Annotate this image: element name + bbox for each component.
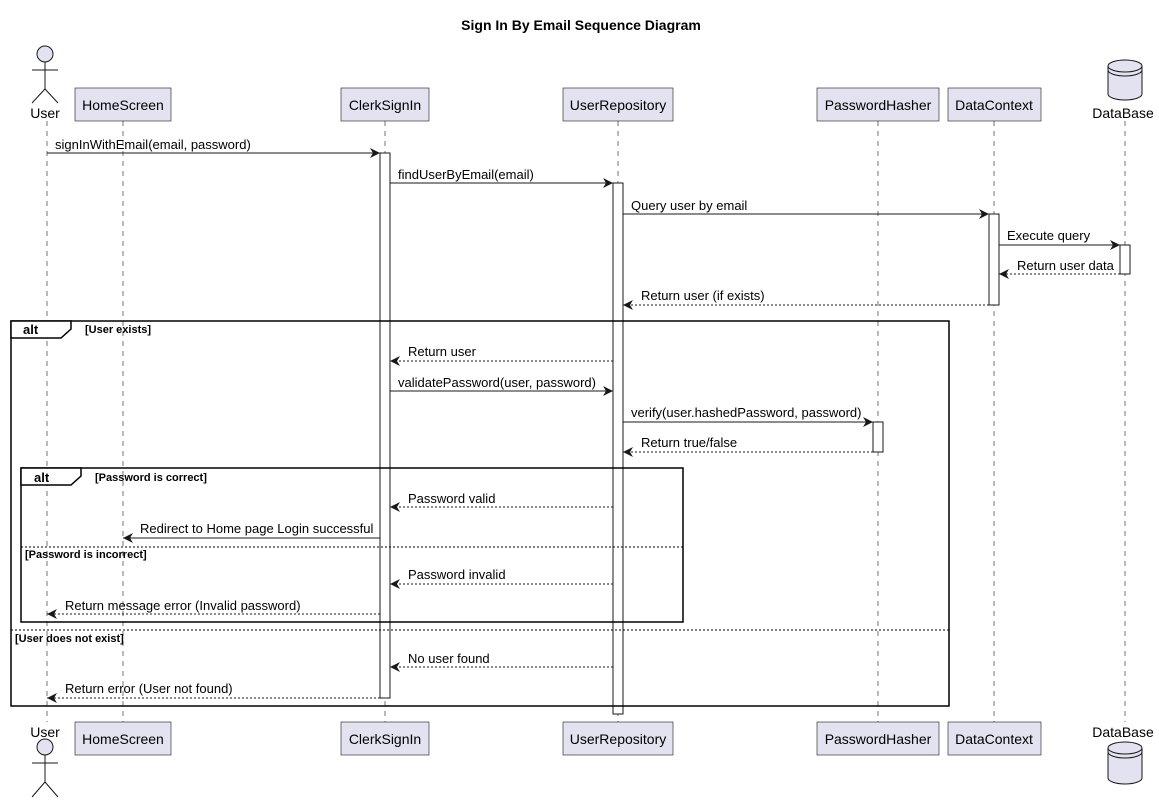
alt-keyword-password: alt xyxy=(34,470,50,485)
activation-userrepository xyxy=(612,182,624,715)
message-label-4: Execute query xyxy=(1007,228,1091,243)
message-label-7: Return user xyxy=(408,344,477,359)
database-icon xyxy=(1107,59,1143,101)
participant-userrepository-bottom: UserRepository xyxy=(562,721,674,756)
activation-clerksignin xyxy=(379,152,391,699)
lifelines xyxy=(46,121,1126,722)
diagram-title: Sign In By Email Sequence Diagram xyxy=(461,17,701,33)
participants-top: User HomeScreen ClerkSignIn UserReposito… xyxy=(30,45,1154,122)
participant-datacontext-top: DataContext xyxy=(947,87,1042,122)
guard-password-incorrect: [Password is incorrect] xyxy=(25,549,147,561)
alt-keyword-user: alt xyxy=(23,322,39,337)
database-icon xyxy=(1107,741,1143,785)
actor-user-top: User xyxy=(30,45,60,121)
actor-user-bottom: User xyxy=(30,724,60,798)
message-label-2: findUserByEmail(email) xyxy=(398,167,534,182)
participants-bottom: User HomeScreen ClerkSignIn UserReposito… xyxy=(30,721,1154,798)
activation-database xyxy=(1119,244,1131,275)
participant-label-database: DataBase xyxy=(1092,724,1154,740)
participant-label-clerksignin: ClerkSignIn xyxy=(349,97,421,113)
alt-tab-password xyxy=(20,467,82,486)
alt-fragment-password: alt [Password is correct] [Password is i… xyxy=(20,467,684,623)
participant-label-userrepository: UserRepository xyxy=(570,97,666,113)
participant-label-user: User xyxy=(30,105,60,121)
participant-clerksignin-top: ClerkSignIn xyxy=(340,87,430,122)
activations xyxy=(379,152,1131,715)
participant-passwordhasher-top: PasswordHasher xyxy=(816,87,940,122)
participant-label-datacontext: DataContext xyxy=(955,731,1033,747)
alt-fragment-user: alt [User exists] [User does not exist] xyxy=(10,320,950,707)
message-label-10: Return true/false xyxy=(641,435,737,450)
participant-label-clerksignin: ClerkSignIn xyxy=(349,731,421,747)
participant-userrepository-top: UserRepository xyxy=(562,87,674,122)
message-label-15: No user found xyxy=(408,651,490,666)
guard-user-not-exist: [User does not exist] xyxy=(15,633,124,645)
message-label-5: Return user data xyxy=(1017,258,1115,273)
activation-datacontext xyxy=(988,213,1000,306)
participant-label-passwordhasher: PasswordHasher xyxy=(825,97,932,113)
participant-label-userrepository: UserRepository xyxy=(570,731,666,747)
message-label-6: Return user (if exists) xyxy=(641,288,765,303)
guard-password-correct: [Password is correct] xyxy=(95,472,207,484)
message-label-13: Password invalid xyxy=(408,567,506,582)
participant-datacontext-bottom: DataContext xyxy=(947,721,1042,756)
alt-frame-password xyxy=(20,467,684,623)
alt-tab-user xyxy=(10,320,72,339)
participant-label-passwordhasher: PasswordHasher xyxy=(825,731,932,747)
actor-icon xyxy=(31,45,59,104)
message-label-9: verify(user.hashedPassword, password) xyxy=(631,405,862,420)
message-label-14: Return message error (Invalid password) xyxy=(65,598,301,613)
participant-passwordhasher-bottom: PasswordHasher xyxy=(816,721,940,756)
participant-homescreen-bottom: HomeScreen xyxy=(74,721,172,756)
message-label-12: Redirect to Home page Login successful xyxy=(140,521,374,536)
message-label-3: Query user by email xyxy=(631,198,747,213)
actor-icon xyxy=(31,738,59,798)
participant-label-user: User xyxy=(30,724,60,740)
guard-user-exists: [User exists] xyxy=(85,324,151,336)
alt-frame-user xyxy=(10,320,950,707)
participant-clerksignin-bottom: ClerkSignIn xyxy=(340,721,430,756)
participant-label-datacontext: DataContext xyxy=(955,97,1033,113)
participant-homescreen-top: HomeScreen xyxy=(74,87,172,122)
messages: signInWithEmail(email, password) findUse… xyxy=(47,137,1120,703)
database-top: DataBase xyxy=(1092,59,1154,121)
message-label-1: signInWithEmail(email, password) xyxy=(55,137,251,152)
participant-label-homescreen: HomeScreen xyxy=(82,731,164,747)
message-label-11: Password valid xyxy=(408,491,495,506)
database-bottom: DataBase xyxy=(1092,724,1154,785)
message-label-16: Return error (User not found) xyxy=(65,681,233,696)
message-label-8: validatePassword(user, password) xyxy=(398,375,596,390)
activation-passwordhasher xyxy=(872,421,884,453)
participant-label-homescreen: HomeScreen xyxy=(82,97,164,113)
participant-label-database: DataBase xyxy=(1092,105,1154,121)
